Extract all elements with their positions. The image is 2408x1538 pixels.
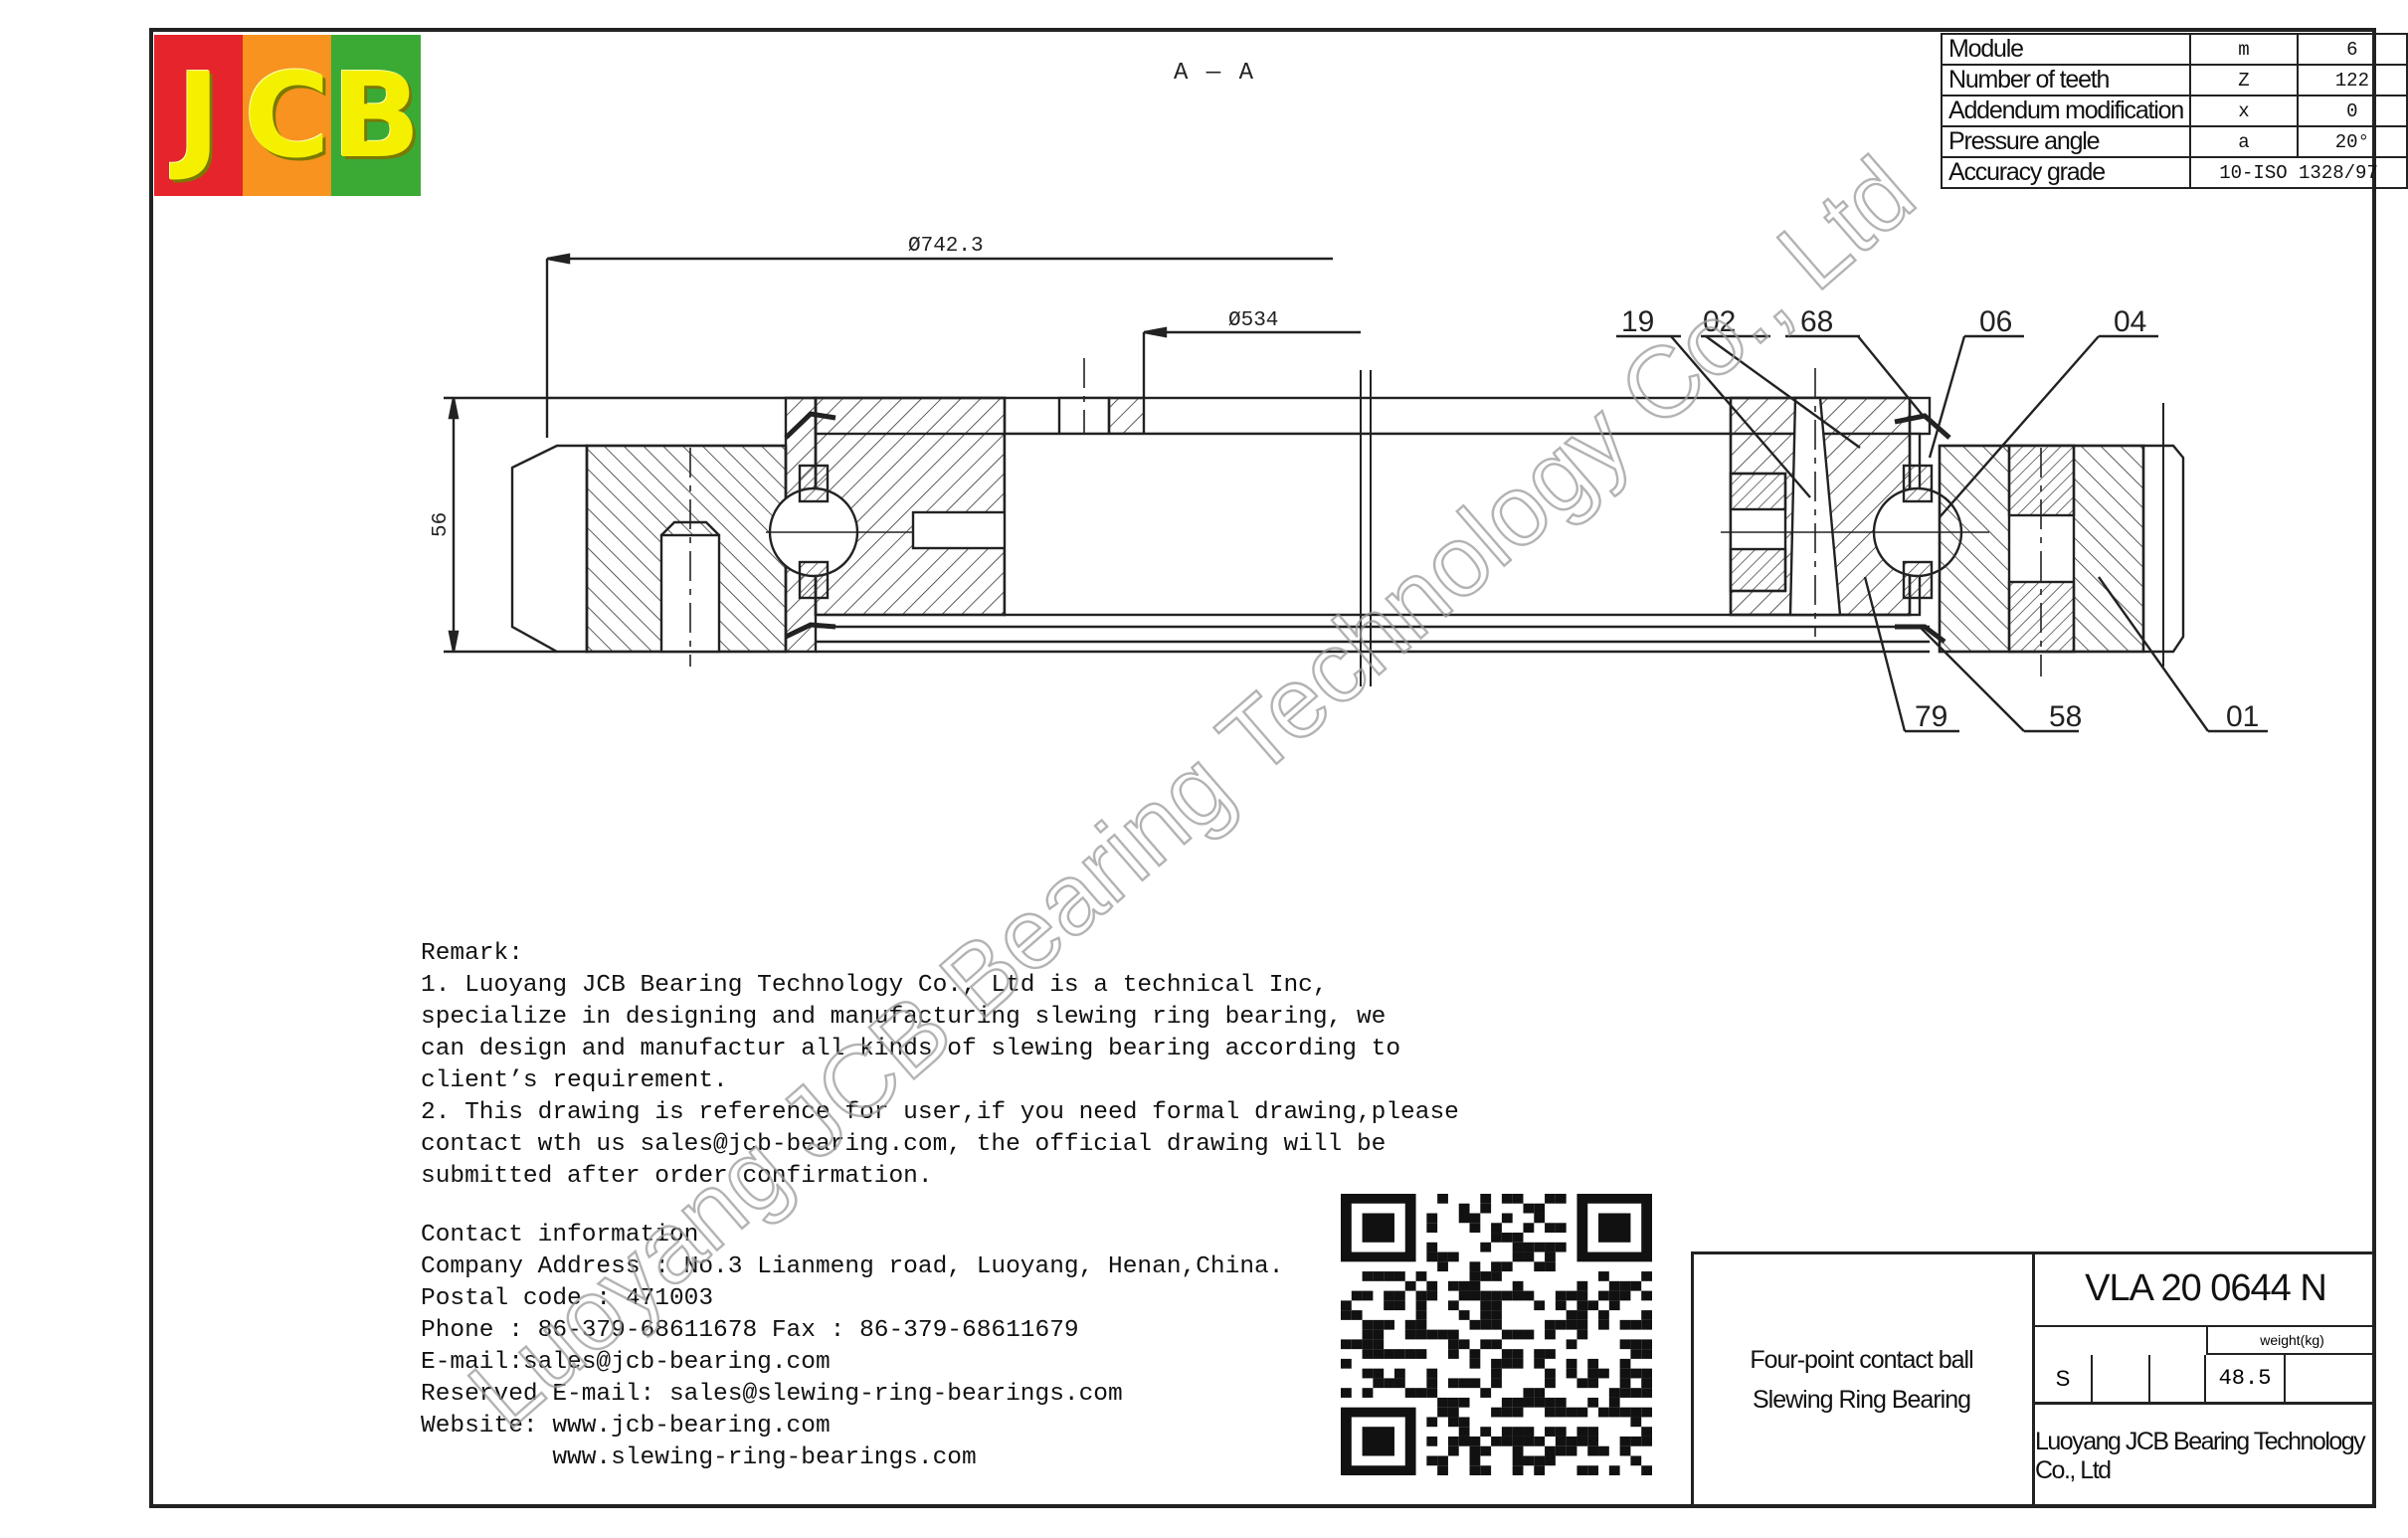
callout-19-leader (1670, 335, 1811, 498)
empty-cell (2150, 1355, 2206, 1402)
drawing-frame (149, 28, 2376, 1508)
taper-pin (1788, 396, 1842, 617)
callout-06-leader (1928, 335, 1966, 459)
contact-line: Company Address : No.3 Lianmeng road, Lu… (421, 1253, 1284, 1280)
param-value: 0 (2296, 95, 2408, 127)
left-spacer-top (798, 464, 830, 503)
logo-letter-c: C (243, 35, 332, 196)
left-seal-top (784, 411, 836, 440)
contact-line: Postal code : 471003 (421, 1285, 714, 1312)
param-row-accuracy: Accuracy grade 10-ISO 1328/97 (1940, 156, 2408, 189)
weight-label: weight(kg) (2206, 1327, 2376, 1355)
callout-58-label: 58 (2049, 700, 2082, 733)
remark-line: can design and manufactur all kinds of s… (421, 1036, 1401, 1062)
param-row-pressure-angle: Pressure angle a 20° (1940, 125, 2408, 158)
remarks-title: Remark: (421, 940, 523, 967)
param-row-teeth: Number of teeth Z 122 (1940, 64, 2408, 96)
remark-line: 1. Luoyang JCB Bearing Technology Co., L… (421, 972, 1328, 999)
callout-02-leader (1705, 335, 1861, 449)
qr-code (1341, 1194, 1652, 1475)
dim-height-label: 56 (430, 512, 453, 537)
company-name: Luoyang JCB Bearing Technology Co., Ltd (2035, 1428, 2366, 1484)
right-plug-upper (1729, 472, 1787, 511)
top-slot-wall (1107, 396, 1146, 436)
param-label: Pressure angle (1940, 125, 2192, 158)
dim-arrow (448, 630, 460, 653)
right-spacer-top (1902, 464, 1934, 503)
title-block-row: S 48.5 (2035, 1355, 2376, 1405)
dim-outer-diameter-label: Ø742.3 (908, 235, 984, 258)
param-symbol: m (2189, 33, 2299, 66)
remark-line: client’s requirement. (421, 1067, 728, 1094)
contact-line: Reserved E-mail: sales@slewing-ring-bear… (421, 1381, 1123, 1408)
param-value: 10-ISO 1328/97 (2189, 156, 2408, 189)
param-value: 6 (2296, 33, 2408, 66)
logo-letter-b: B (331, 35, 422, 196)
param-label: Module (1940, 33, 2192, 66)
param-label: Addendum modification (1940, 95, 2192, 127)
right-plug-lower (1729, 547, 1787, 593)
param-row-module: Module m 6 (1940, 33, 2408, 66)
contact-line: www.slewing-ring-bearings.com (421, 1444, 977, 1471)
param-label: Accuracy grade (1940, 156, 2192, 189)
remarks-block: Remark: 1. Luoyang JCB Bearing Technology… (421, 938, 1459, 1193)
callout-04-leader (1939, 335, 2100, 518)
dim-arrow (448, 397, 460, 420)
contact-line: E-mail:sales@jcb-bearing.com (421, 1349, 831, 1376)
left-spacer-bottom (798, 560, 830, 600)
callout-68-label: 68 (1800, 305, 1833, 338)
right-spacer-bottom (1902, 560, 1934, 600)
callout-19-label: 19 (1621, 305, 1654, 338)
callout-79-leader (1863, 576, 1907, 732)
callout-68-leader (1857, 335, 1926, 419)
model-number: VLA 20 0644 N (2035, 1251, 2376, 1327)
jcb-logo: J C B (154, 35, 422, 196)
param-symbol: a (2189, 125, 2299, 158)
callout-06-label: 06 (1979, 305, 2012, 338)
weight-value: 48.5 (2206, 1355, 2286, 1402)
bearing-type-line-2: Slewing Ring Bearing (1752, 1386, 1971, 1414)
logo-letter-j: J (154, 35, 244, 196)
param-symbol: x (2189, 95, 2299, 127)
callout-79-label: 79 (1915, 700, 1947, 733)
param-symbol: Z (2189, 64, 2299, 96)
param-label: Number of teeth (1940, 64, 2192, 96)
callout-01-label: 01 (2226, 700, 2259, 733)
empty-cell (2093, 1355, 2150, 1402)
grade-cell: S (2035, 1355, 2093, 1402)
param-row-addendum: Addendum modification x 0 (1940, 95, 2408, 127)
callout-58-leader (1919, 626, 2025, 732)
right-gear-tooth-profile (2143, 444, 2185, 654)
callout-04-label: 04 (2114, 305, 2146, 338)
dim-arrow (1143, 326, 1168, 338)
empty-cell (2286, 1355, 2376, 1402)
param-value: 122 (2296, 64, 2408, 96)
gear-parameter-table: Module m 6 Number of teeth Z 122 Addendu… (1940, 33, 2408, 189)
remark-line: submitted after order confirmation. (421, 1163, 933, 1190)
right-seal-top (1894, 413, 1951, 440)
remark-line: 2. This drawing is reference for user,if… (421, 1099, 1459, 1126)
remark-line: specialize in designing and manufacturin… (421, 1004, 1387, 1031)
section-mark: A — A (1174, 60, 1256, 87)
contact-line: Phone : 86-379-68611678 Fax : 86-379-686… (421, 1317, 1079, 1344)
title-block-type: Four-point contact ball Slewing Ring Bea… (1691, 1251, 2035, 1508)
right-seal-bottom (1895, 624, 1946, 644)
dim-inner-diameter-label: Ø534 (1228, 309, 1278, 332)
remark-line: contact wth us sales@jcb-bearing.com, th… (421, 1131, 1387, 1158)
callout-02-label: 02 (1703, 305, 1736, 338)
callout-01-leader (2098, 576, 2209, 732)
bearing-type-line-1: Four-point contact ball (1750, 1346, 1973, 1374)
contact-line: Website: www.jcb-bearing.com (421, 1413, 831, 1440)
contact-line: Contact information (421, 1222, 699, 1249)
left-gear-tooth-profile (510, 444, 589, 654)
dim-arrow (546, 253, 571, 265)
param-value: 20° (2296, 125, 2408, 158)
